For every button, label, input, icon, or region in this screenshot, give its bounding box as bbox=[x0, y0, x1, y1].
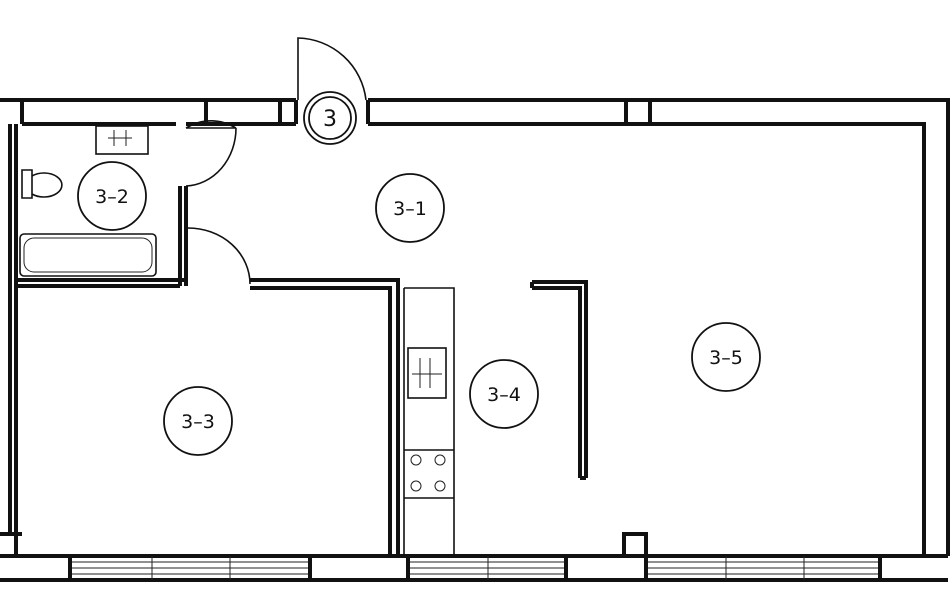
room-label-text: 3–4 bbox=[487, 384, 521, 406]
room-label-3-2: 3–2 bbox=[77, 161, 147, 231]
room-labels: 3–1 3–2 3–3 3–4 3–5 bbox=[77, 161, 761, 456]
bottom-wall bbox=[0, 554, 948, 582]
kitchen-sink bbox=[407, 347, 447, 399]
room-label-3-3: 3–3 bbox=[163, 386, 233, 456]
room-label-3-4: 3–4 bbox=[469, 359, 539, 429]
window-left bbox=[72, 556, 308, 580]
window-right bbox=[648, 556, 878, 580]
room-label-3-1: 3–1 bbox=[375, 173, 445, 243]
top-wall-left bbox=[0, 98, 298, 126]
partition-wall bbox=[530, 280, 588, 480]
bottom-windows bbox=[72, 556, 878, 580]
room-label-text: 3–2 bbox=[95, 186, 129, 208]
room-label-text: 3–5 bbox=[709, 347, 743, 369]
bathroom-door bbox=[185, 119, 237, 187]
room-label-text: 3–3 bbox=[181, 411, 215, 433]
doors bbox=[185, 37, 367, 285]
stove-icon bbox=[410, 454, 446, 492]
exterior-walls bbox=[0, 98, 950, 582]
kitchen-fixtures bbox=[403, 287, 455, 556]
sink bbox=[95, 125, 149, 155]
room-label-circle bbox=[469, 359, 539, 429]
apartment-marker-inner bbox=[308, 96, 352, 140]
sink-tap bbox=[108, 130, 132, 146]
room-label-text: 3–1 bbox=[393, 198, 427, 220]
room-label-circle bbox=[77, 161, 147, 231]
bedroom-door bbox=[187, 227, 251, 285]
kitchen-counter bbox=[403, 287, 455, 556]
bedroom-wall bbox=[184, 278, 400, 556]
apartment-number: 3 bbox=[323, 107, 337, 132]
top-wall-right bbox=[366, 98, 950, 556]
room-label-circle bbox=[375, 173, 445, 243]
room-label-3-5: 3–5 bbox=[691, 322, 761, 392]
entrance-door bbox=[297, 37, 367, 101]
kitchen-tap bbox=[412, 358, 442, 388]
burner bbox=[434, 480, 446, 492]
toilet bbox=[21, 169, 63, 199]
interior-walls bbox=[16, 186, 648, 558]
bathtub-inner bbox=[23, 237, 153, 273]
bathroom-fixtures bbox=[19, 125, 157, 277]
bathtub bbox=[19, 233, 157, 277]
burner bbox=[434, 454, 446, 466]
column bbox=[622, 532, 648, 558]
bathroom-wall bbox=[16, 186, 188, 288]
burner bbox=[410, 480, 422, 492]
room-label-circle bbox=[691, 322, 761, 392]
burner bbox=[410, 454, 422, 466]
left-wall bbox=[0, 124, 22, 558]
window-middle bbox=[410, 556, 564, 580]
apartment-marker: 3 bbox=[303, 91, 357, 145]
room-label-circle bbox=[163, 386, 233, 456]
